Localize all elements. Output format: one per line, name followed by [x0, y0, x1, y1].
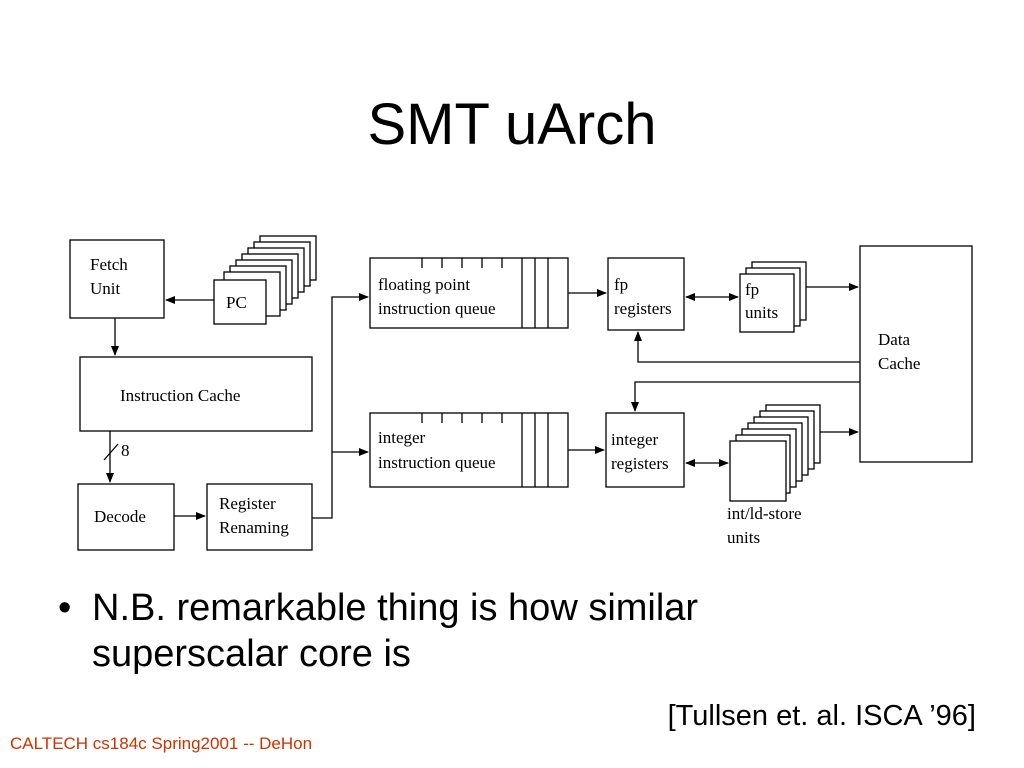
pc-stack: PC	[213, 235, 317, 325]
fp-queue-label: floating point	[378, 275, 470, 294]
bullet-symbol: •	[58, 587, 72, 629]
fetch-unit-label: Fetch	[90, 255, 128, 274]
int-units-label-2: units	[727, 528, 760, 547]
fp-queue-label-2: instruction queue	[378, 299, 496, 318]
data-cache-label: Data	[878, 330, 911, 349]
fp-registers-label: fp	[614, 275, 628, 294]
register-renaming-box: Register Renaming	[206, 483, 313, 551]
instruction-cache-label: Instruction Cache	[120, 386, 240, 405]
int-registers-box: integer registers	[605, 412, 685, 488]
fp-units-stack: fp units	[739, 261, 807, 333]
fetch-unit-label-2: Unit	[90, 279, 121, 298]
int-registers-label: integer	[611, 430, 659, 449]
decode-box: Decode	[77, 483, 175, 551]
bullet-text: N.B. remarkable thing is how similar sup…	[92, 587, 699, 675]
slide-title: SMT uArch	[367, 92, 657, 157]
fp-registers-box: fp registers	[607, 257, 685, 331]
cache-to-fp-registers-arrow	[634, 331, 860, 363]
rename-to-fp-queue-arrow	[312, 293, 369, 519]
register-renaming-label: Register	[219, 494, 276, 513]
pc-label: PC	[226, 293, 247, 312]
fetch-unit-box: Fetch Unit	[69, 239, 165, 319]
data-cache-label-2: Cache	[878, 354, 920, 373]
fetch-width-label: 8	[121, 441, 130, 460]
decode-label: Decode	[94, 507, 146, 526]
fp-units-label-2: units	[745, 303, 778, 322]
int-units-stack	[729, 404, 821, 502]
int-units-label: int/ld-store	[727, 504, 802, 523]
instruction-cache-box: Instruction Cache	[79, 356, 313, 432]
cache-to-int-registers-arrow	[631, 381, 860, 412]
data-cache-box: Data Cache	[859, 245, 973, 463]
footer-credit: CALTECH cs184c Spring2001 -- DeHon	[10, 734, 313, 753]
fp-instruction-queue: floating point instruction queue	[369, 257, 569, 329]
int-queue-label: integer	[378, 428, 426, 447]
fp-registers-label-2: registers	[614, 299, 672, 318]
int-instruction-queue: integer instruction queue	[369, 412, 569, 488]
register-renaming-label-2: Renaming	[219, 518, 289, 537]
int-queue-label-2: instruction queue	[378, 453, 496, 472]
fetch-width-slash	[103, 443, 119, 461]
int-registers-label-2: registers	[611, 454, 669, 473]
fp-units-label: fp	[745, 280, 759, 299]
citation: [Tullsen et. al. ISCA ’96]	[667, 700, 976, 732]
